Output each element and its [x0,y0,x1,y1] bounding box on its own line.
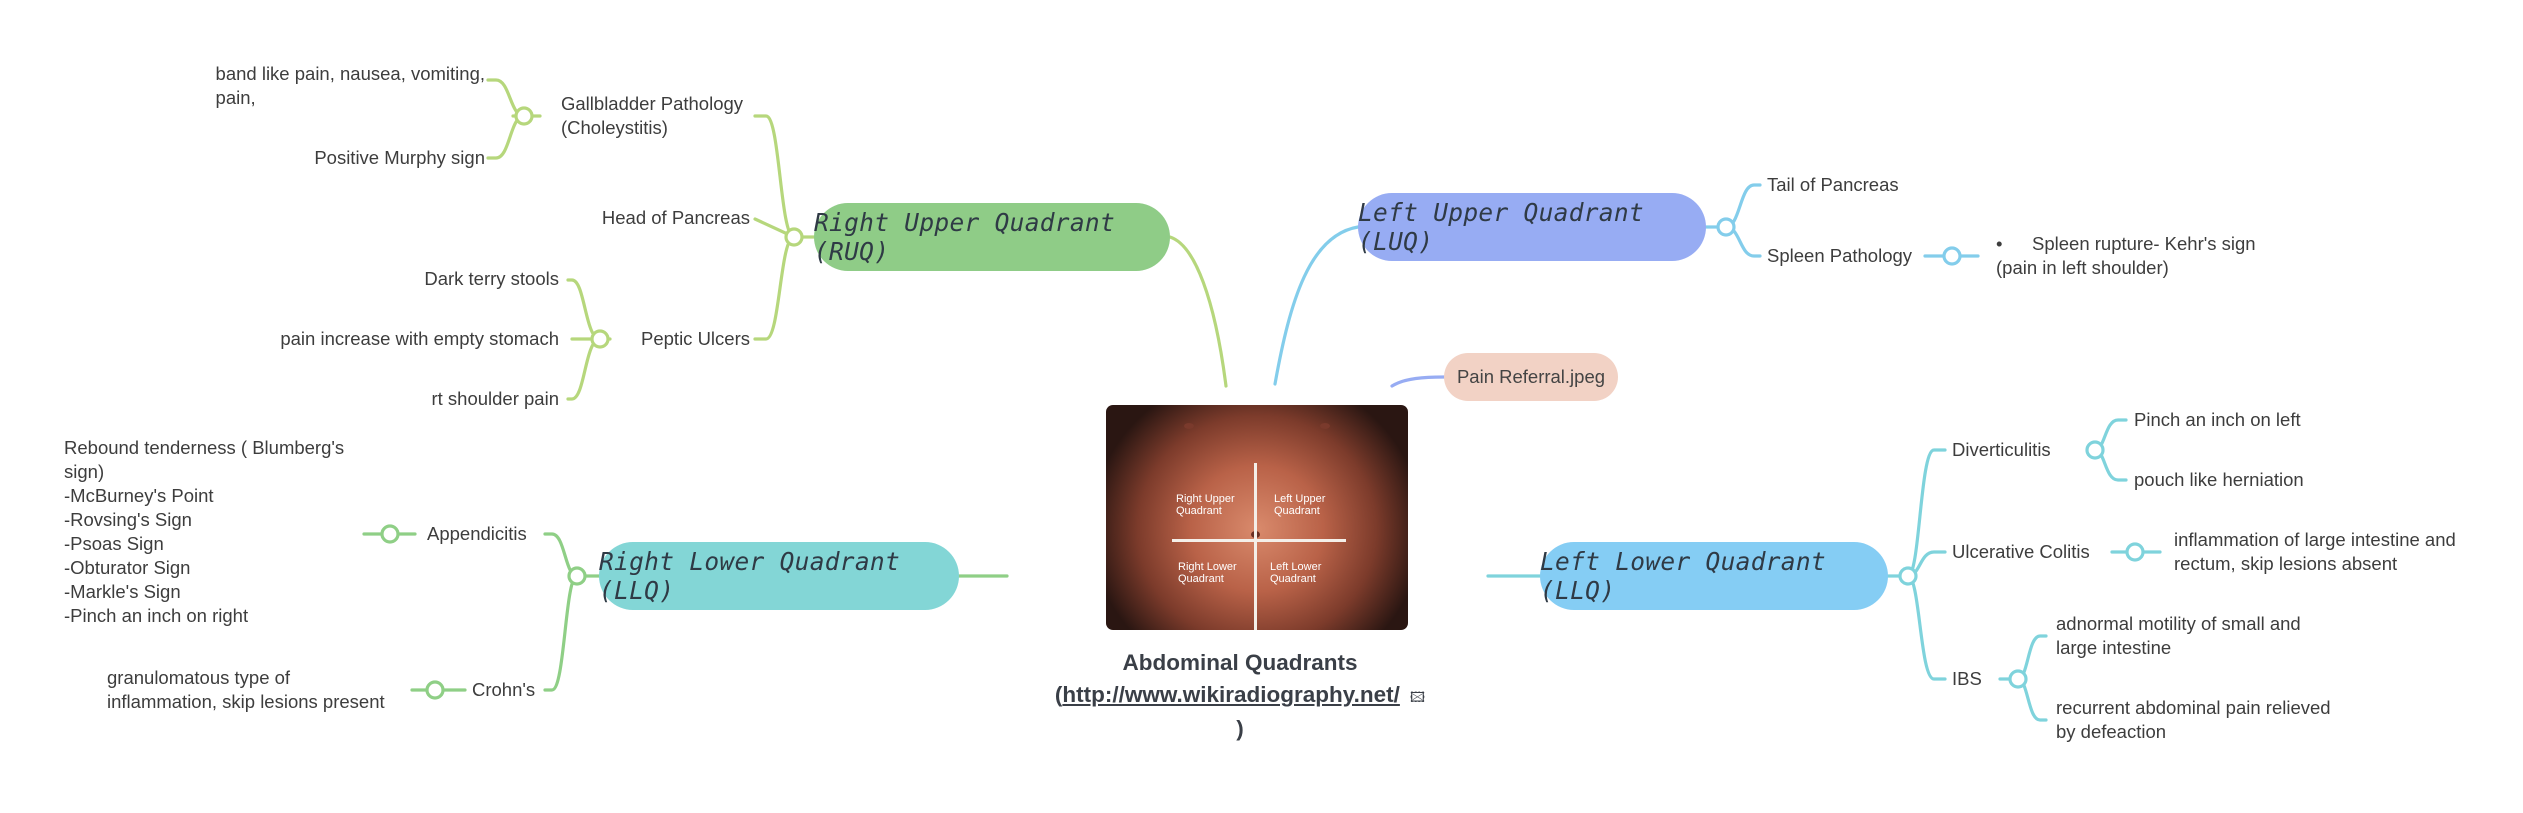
pain-referral-attachment[interactable]: Pain Referral.jpeg [1444,353,1618,401]
ruq-connector-node[interactable] [784,227,804,247]
ulcerative-colitis-topic[interactable]: Ulcerative Colitis [1952,541,2090,562]
dark-terry-stools-note[interactable]: Dark terry stools [424,268,559,289]
central-topic-title: Abdominal Quadrants [1122,650,1358,675]
llq-connector-node[interactable] [1898,566,1918,586]
image-icon[interactable]: 🖾 [1409,689,1426,705]
central-topic[interactable]: Abdominal Quadrants (http://www.wikiradi… [1020,647,1460,745]
peptic-ulcers-connector-node[interactable] [590,329,610,349]
positive-murphy-sign-note[interactable]: Positive Murphy sign [314,147,485,168]
pain-referral-line [1390,375,1446,388]
image-detail [1320,423,1330,429]
central-topic-link-line: (http://www.wikiradiography.net/🖾 [1054,682,1426,707]
appendicitis-signs-note[interactable]: Rebound tenderness ( Blumberg's sign) -M… [64,437,345,626]
luq-connector-node[interactable] [1716,217,1736,237]
rlq-topic[interactable]: Right Lower Quadrant (LLQ) [599,542,959,610]
spleen-connector-node[interactable] [1942,246,1962,266]
pinch-inch-left-note[interactable]: Pinch an inch on left [2134,409,2301,430]
llq-topic[interactable]: Left Lower Quadrant (LLQ) [1540,542,1888,610]
gallbladder-pathology-topic[interactable]: Gallbladder Pathology(Choleystitis) [561,93,744,138]
crohns-topic[interactable]: Crohn's [472,679,536,700]
luq-topic[interactable]: Left Upper Quadrant (LUQ) [1358,193,1706,261]
spleen-rupture-note[interactable]: •Spleen rupture- Kehr's sign(pain in lef… [1996,233,2256,278]
peptic-ulcers-topic[interactable]: Peptic Ulcers [641,328,750,349]
tail-of-pancreas-topic[interactable]: Tail of Pancreas [1767,174,1899,195]
ulcerative-colitis-connector-node[interactable] [2125,542,2145,562]
appendicitis-connector-node[interactable] [380,524,400,544]
appendicitis-topic[interactable]: Appendicitis [427,523,527,544]
quadrant-divider-vertical [1254,463,1257,630]
pouch-herniation-note[interactable]: pouch like herniation [2134,469,2304,490]
wikiradiography-link[interactable]: http://www.wikiradiography.net/ [1062,682,1400,707]
quadrant-divider-horizontal [1172,539,1346,542]
gallbladder-connector-node[interactable] [514,106,534,126]
rlq-connector-node[interactable] [567,566,587,586]
diverticulitis-topic[interactable]: Diverticulitis [1952,439,2051,460]
rt-shoulder-pain-note[interactable]: rt shoulder pain [431,388,559,409]
gallbladder-symptoms-note[interactable]: band like pain, nausea, vomiting,pain, [215,63,485,108]
crohns-connector-node[interactable] [425,680,445,700]
ibs-connector-node[interactable] [2008,669,2028,689]
ruq-topic[interactable]: Right Upper Quadrant (RUQ) [814,203,1170,271]
spleen-pathology-topic[interactable]: Spleen Pathology [1767,245,1913,266]
ibs-topic[interactable]: IBS [1952,668,1982,689]
head-of-pancreas-topic[interactable]: Head of Pancreas [601,207,750,228]
diverticulitis-connector-node[interactable] [2085,440,2105,460]
central-topic-link-close: ) [1236,716,1244,741]
pain-empty-stomach-note[interactable]: pain increase with empty stomach [280,328,559,349]
image-detail [1184,423,1194,429]
